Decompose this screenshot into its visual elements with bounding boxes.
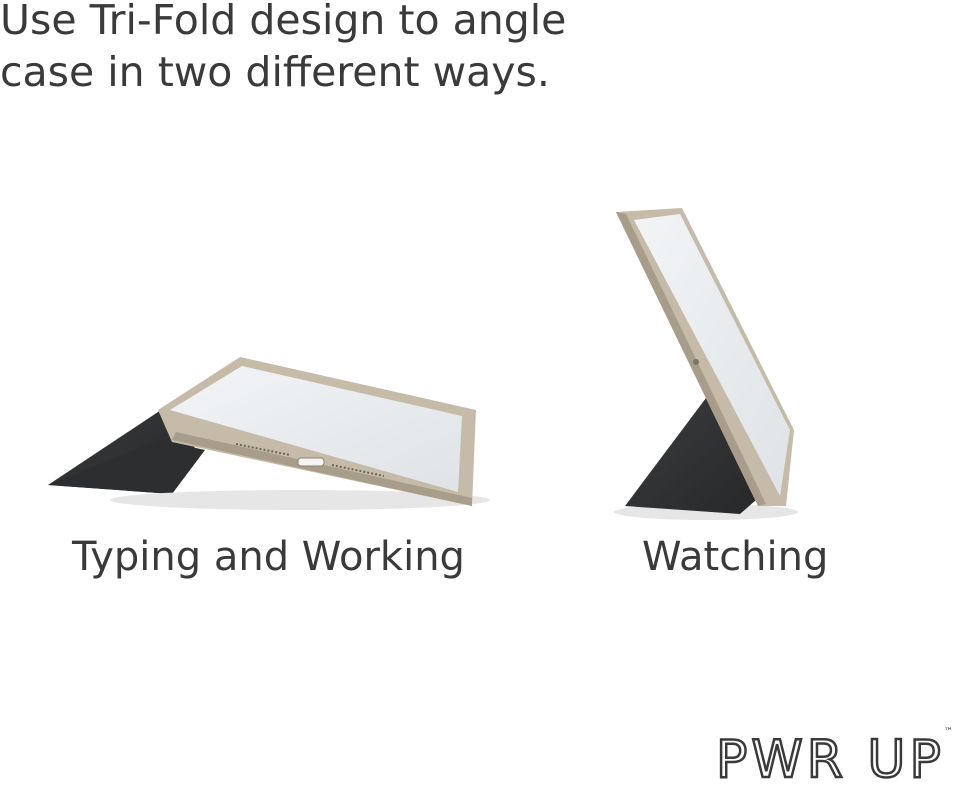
brand-name: PWR UP [716, 730, 945, 783]
headline: Use Tri-Fold design to angle case in two… [0, 0, 620, 98]
tablet-typing-mode [48, 357, 490, 510]
tablet-watching-mode [614, 208, 798, 520]
trademark-symbol: ™ [944, 727, 953, 737]
caption-typing-and-working: Typing and Working [72, 534, 465, 580]
tablet-screen-typing [170, 366, 462, 492]
charging-port [297, 457, 325, 467]
tablet-edge-typing [172, 432, 472, 506]
speaker-grille-left [235, 443, 291, 456]
case-fold-watching [625, 398, 756, 514]
tablet-screen-watching [634, 214, 790, 496]
headline-line-2: case in two different ways. [0, 48, 550, 96]
shadow-typing [110, 490, 490, 510]
brand-logo: PWR UP [716, 729, 945, 783]
caption-watching: Watching [642, 534, 829, 580]
case-base-typing [48, 440, 205, 494]
speaker-grille-right [331, 464, 385, 477]
tablet-edge-watching [616, 212, 766, 506]
side-button [693, 359, 699, 365]
headline-line-1: Use Tri-Fold design to angle [0, 0, 567, 44]
